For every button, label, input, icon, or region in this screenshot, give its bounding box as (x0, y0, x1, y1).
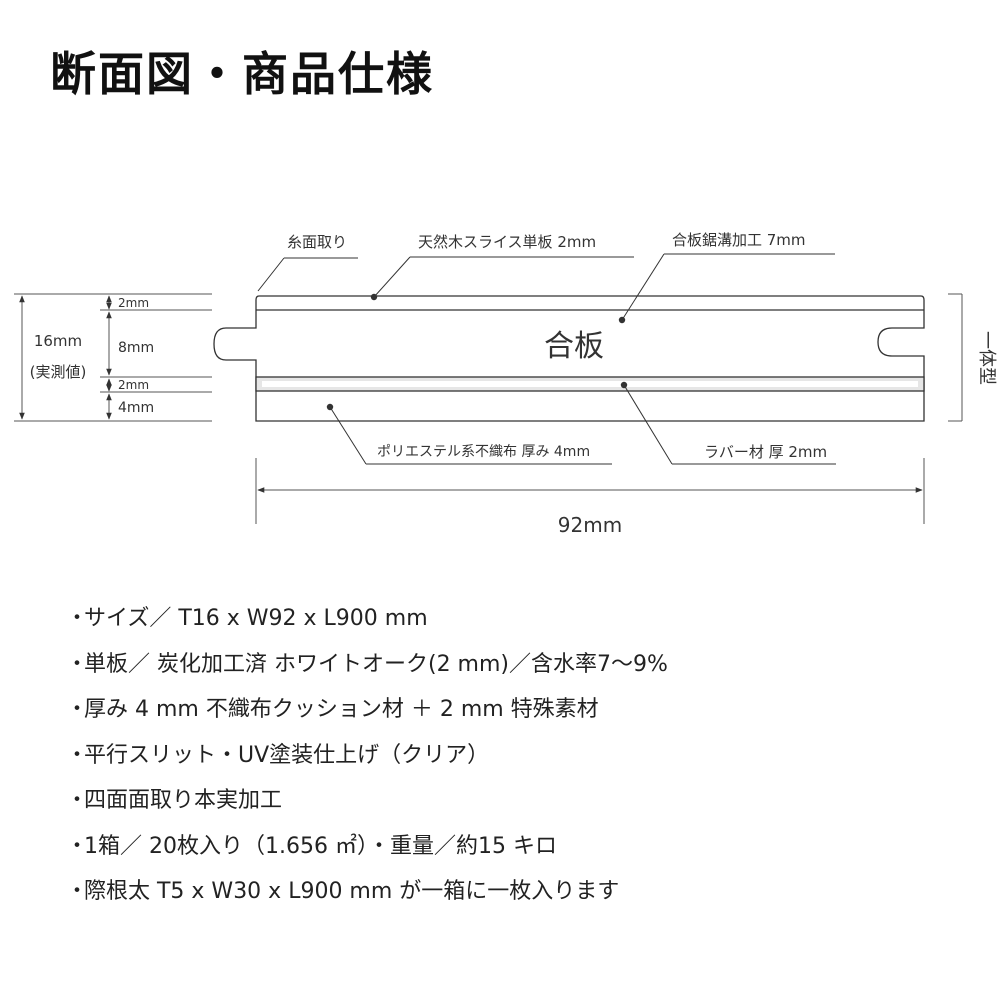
callout-veneer: 天然木スライス単板 2mm (418, 233, 596, 251)
page-title: 断面図・商品仕様 (50, 47, 434, 101)
thickness-dimensions (14, 293, 212, 422)
spec-item-finish: ・平行スリット・UV塗装仕上げ（クリア） (66, 742, 490, 768)
total-thickness-label: 16mm (34, 332, 82, 350)
cross-section-diagram: 2mm 8mm 2mm 4mm 16mm (実測値) 糸面取り 天然木スライス単… (14, 231, 997, 537)
spec-list: ・サイズ／ T16 x W92 x L900 mm ・単板／ 炭化加工済 ホワイ… (66, 596, 668, 915)
spec-item-veneer: ・単板／ 炭化加工済 ホワイトオーク(2 mm)／含水率7～9% (66, 651, 668, 677)
board-cross-section (213, 295, 925, 422)
one-piece-label: 一体型 (976, 331, 997, 385)
layer-label-plywood: 8mm (118, 340, 154, 356)
width-dimension (255, 458, 925, 524)
spec-item-joist: ・際根太 T5 x W30 x L900 mm が一箱に一枚入ります (66, 879, 620, 904)
rubber-inner (262, 381, 918, 387)
layer-label-rubber: 2mm (118, 378, 149, 392)
layer-label-felt: 4mm (118, 400, 154, 416)
callout-felt: ポリエステル系不織布 厚み 4mm (377, 444, 590, 460)
spec-item-box: ・1箱／ 20枚入り（1.656 ㎡）・重量／約15 キロ (66, 833, 557, 859)
spec-item-chamfer: ・四面面取り本実加工 (66, 788, 283, 813)
callout-dots (326, 293, 628, 411)
callout-chamfer: 糸面取り (287, 233, 347, 251)
callout-groove: 合板鋸溝加工 7mm (672, 231, 806, 249)
total-thickness-note: (実測値) (30, 363, 87, 381)
callout-rubber: ラバー材 厚 2mm (704, 443, 827, 461)
board-outline (213, 295, 925, 422)
layer-label-veneer: 2mm (118, 296, 149, 310)
spec-item-size: ・サイズ／ T16 x W92 x L900 mm (66, 606, 428, 631)
callout-leaders (257, 253, 836, 465)
one-piece-bracket (948, 293, 963, 422)
spec-item-cushion: ・厚み 4 mm 不織布クッション材 ＋ 2 mm 特殊素材 (66, 697, 599, 722)
width-label: 92mm (558, 513, 622, 537)
plywood-label: 合板 (544, 329, 604, 364)
